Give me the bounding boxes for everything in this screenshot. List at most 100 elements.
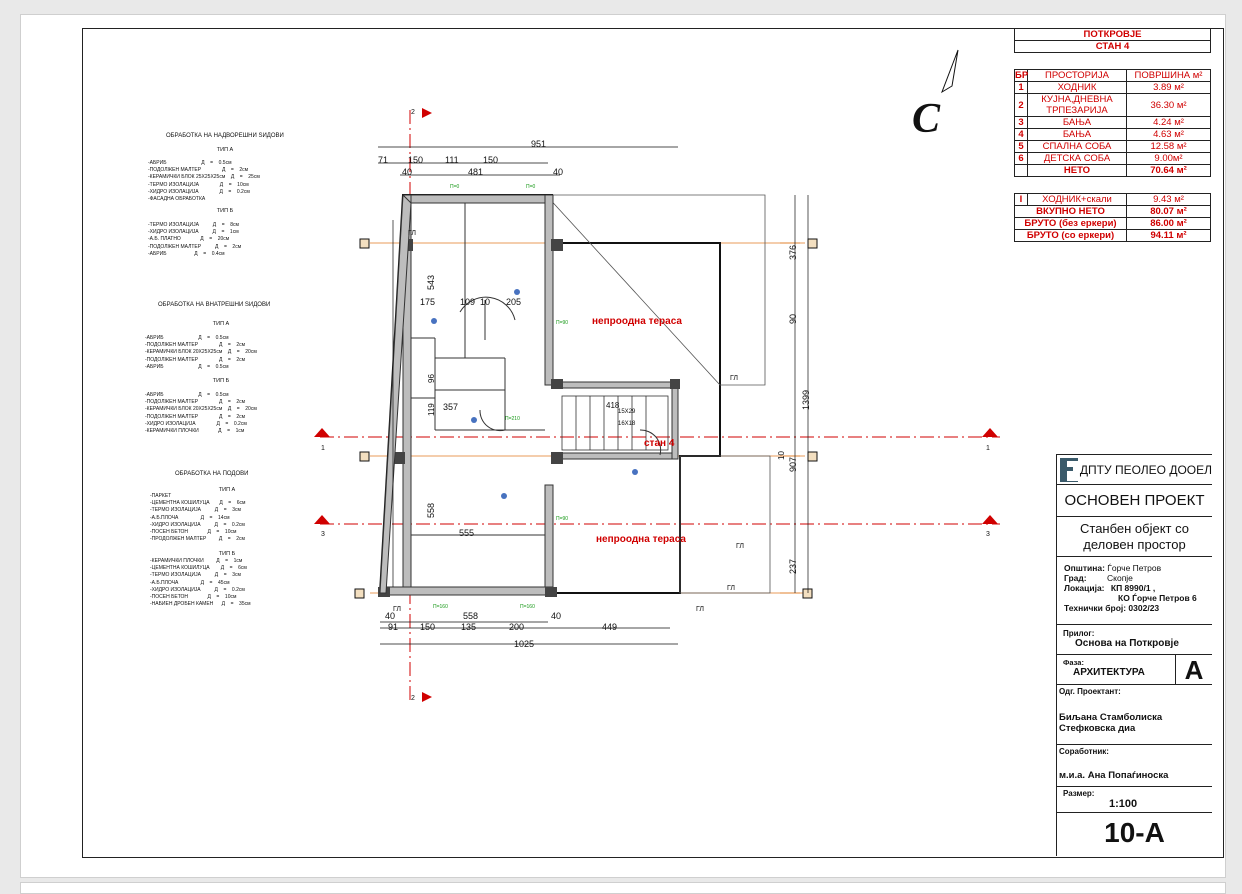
spec-interior-typeA-label: ТИП А (212, 321, 230, 327)
area-table-extra-area: 9.43 м² (1153, 194, 1184, 205)
spec-line: -ТЕРМО ИЗОЛАЦИЈА Д = 8см (148, 222, 239, 228)
spec-line: -КЕРАМИЧКИ БЛОК 20Х25Х25см Д = 20см (145, 349, 257, 356)
spec-line: -АБРИБ Д = 0.4см (148, 250, 225, 257)
dim-bottom-3: 135 (461, 622, 476, 632)
area-table-total-label: БРУТО (без еркери) (1015, 218, 1127, 229)
spec-line: -КЕРАМИЧКИ ПЛОЧКИ Д = 1см (145, 428, 245, 435)
spec-line: -АБРИБ Д = 0.5см (148, 160, 232, 166)
dim-bottom-inner-1: 40 (385, 611, 395, 621)
tb-attachment-label: Прилог: (1063, 629, 1095, 638)
tb-phase: АРХИТЕКТУРА (1073, 667, 1145, 678)
window-label-4: П=160 (520, 604, 535, 610)
dim-left-2: 558 (426, 503, 436, 518)
area-table-room-name: ДЕТСКА СОБА (1028, 153, 1127, 164)
tb-city-label: Град: (1064, 573, 1087, 583)
area-table-net-label: НЕТО (1028, 165, 1127, 176)
area-table-total-row: БРУТО (без еркери)86.00 м² (1014, 218, 1211, 230)
drawing-frame (82, 28, 1224, 858)
area-table-room-no: 5 (1015, 141, 1028, 152)
area-table-room-area: 4.63 м² (1153, 129, 1184, 140)
spec-line: -А.Б.ПЛОЧА Д = 14см (150, 514, 230, 521)
dim-bottom-inner-3: 40 (551, 611, 561, 621)
dim-top-inner-3: 40 (553, 167, 563, 177)
dim-interior-2: 109 (460, 297, 475, 307)
tb-location-2: КО Ѓорче Петров 6 (1118, 593, 1197, 603)
spec-line: -А.Б.ПЛОЧА Д = 45см (150, 579, 230, 586)
spec-exterior-typeA-label: ТИП А (216, 147, 234, 153)
spec-floors-typeB-label: ТИП Б (218, 551, 236, 557)
spec-line: -ПОСЕН БЕТОН Д = 10см (150, 594, 237, 601)
floor-plan: 1 1 3 3 2 2 (314, 108, 1000, 702)
tb-attachment: Основа на Поткровје (1075, 638, 1179, 649)
dim-interior-7: 418 (606, 401, 620, 410)
spec-line: -ТЕРМО ИЗОЛАЦИЈА Д = 3см (150, 507, 241, 514)
spec-interior-typeA-list: -АБРИБ Д = 0.5см-ПОДОЛЖЕН МАЛТЕР Д = 2см… (145, 335, 257, 371)
spec-line: -ПОДОЛЖЕН МАЛТЕР Д = 2см (145, 413, 246, 420)
spec-line: -ХИДРО ИЗОЛАЦИЈА Д = 0.2см (148, 188, 250, 195)
area-table-room-no: 6 (1015, 153, 1028, 164)
tb-phase-label: Фаза: (1063, 658, 1084, 667)
dim-top-4: 150 (483, 155, 498, 165)
tb-collaborator-cell: Соработник: м.и.а. Ана Попаѓиноска (1057, 744, 1212, 786)
area-table-unit-title: СТАН 4 (1014, 41, 1211, 53)
stair-dim-1: 15Х29 (618, 409, 636, 415)
gl-label-4: ГЛ (727, 585, 735, 592)
spec-line: -ХИДРО ИЗОЛАЦИЈА Д = 1см (148, 229, 239, 236)
spec-line: -АБРИБ Д = 0.5см (145, 335, 229, 341)
north-arrow-icon: С (912, 49, 959, 138)
spec-line: -ПРОДОЛЖЕН МАЛТЕР Д = 2см (150, 536, 245, 543)
grid-markers (354, 238, 818, 599)
window-label-6: П=210 (505, 416, 520, 422)
section-markers (314, 108, 998, 702)
tb-attachment-cell: Прилог: Основа на Поткровје (1057, 624, 1212, 654)
spec-interior-title: ОБРАБОТКА НА ВНАТРЕШНИ ЅИДОВИ (158, 302, 271, 308)
tb-scale-label: Размер: (1063, 789, 1095, 798)
area-table-room-no: 3 (1015, 117, 1028, 128)
spec-exterior-title: ОБРАБОТКА НА НАДВОРЕШНИ ЅИДОВИ (166, 133, 284, 139)
area-table-extra-no: I (1015, 194, 1028, 205)
stair-dim-2: 16Х18 (618, 421, 636, 427)
area-table-room-no: 1 (1015, 82, 1028, 93)
spec-line: -ПОДОЛЖЕН МАЛТЕР Д = 2см (148, 167, 249, 174)
area-table-floor-title: ПОТКРОВЈЕ (1014, 28, 1211, 41)
terrace-label-bottom: непроодна тераса (596, 534, 686, 545)
title-block: ДПТУ ПЕОЛЕО ДООЕЛ ОСНОВЕН ПРОЕКТ Станбен… (1056, 454, 1212, 856)
area-table-room-no: 2 (1015, 94, 1028, 116)
area-table-room-area: 4.24 м² (1153, 117, 1184, 128)
area-table-room-name: БАЊА (1028, 129, 1127, 140)
dim-interior-6: 555 (459, 528, 474, 538)
dim-bottom-5: 449 (602, 622, 617, 632)
dimension-lines (378, 146, 809, 645)
section-2-bottom: 2 (411, 695, 415, 702)
dim-bottom-inner-2: 558 (463, 611, 478, 621)
north-label: С (912, 96, 941, 138)
spec-line: -КЕРАМИЧКИ ПЛОЧКИ Д = 1см (150, 558, 243, 564)
sheet-content (20, 14, 1224, 876)
area-table-total-value: 94.11 м² (1150, 230, 1187, 241)
dim-bottom-4: 200 (509, 622, 524, 632)
drawing-sheet (20, 14, 1226, 878)
spec-line: -АБРИБ Д = 0.5см (145, 392, 229, 398)
dim-interior-1: 175 (420, 297, 435, 307)
area-table-room-area: 12.58 м² (1150, 141, 1187, 152)
next-page-edge (20, 882, 1226, 894)
slanted-wall (379, 193, 412, 594)
section-3-right: 3 (986, 531, 990, 538)
section-2-top: 2 (411, 109, 415, 116)
dim-right-6: 10 (777, 451, 786, 460)
spec-line: -НАБИЕН ДРОБЕН КАМЕН Д = 35см (150, 601, 251, 608)
window-label-3: П=160 (433, 604, 448, 610)
tb-phase-cell: Фаза: АРХИТЕКТУРА А (1057, 654, 1212, 685)
interior-partitions (411, 203, 662, 536)
spec-interior-typeB-label: ТИП Б (212, 378, 230, 384)
spec-line: -ПАРКЕТ (150, 493, 172, 499)
tb-collaborator: м.и.а. Ана Попаѓиноска (1059, 770, 1169, 781)
terrace-label-top: непроодна тераса (592, 316, 682, 327)
tb-company: ДПТУ ПЕОЛЕО ДООЕЛ (1079, 463, 1212, 477)
tb-municipality: Ѓорче Петров (1107, 563, 1162, 573)
